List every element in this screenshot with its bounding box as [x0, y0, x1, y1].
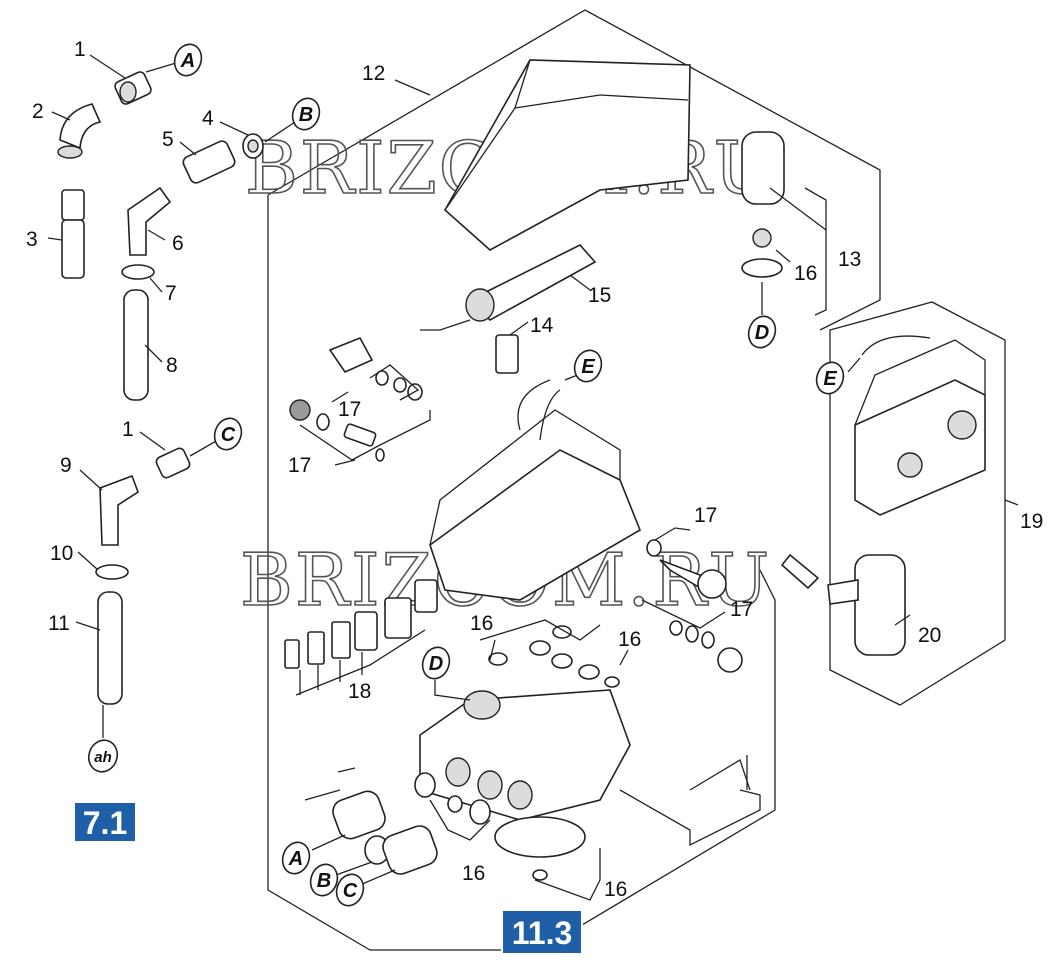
label-part-2: 2	[32, 100, 44, 123]
callout-b-bottom: B	[309, 863, 339, 897]
label-part-14: 14	[530, 314, 554, 337]
part-8-hose	[123, 289, 149, 401]
part-7-clamp	[121, 264, 155, 280]
reference-box-11-3[interactable]: 11.3	[501, 909, 583, 955]
part-16-seals	[414, 625, 620, 881]
label-part-3: 3	[26, 228, 38, 251]
label-part-12: 12	[362, 62, 385, 85]
part-cover	[443, 59, 691, 251]
label-part-1: 1	[74, 38, 86, 61]
label-part-8: 8	[166, 354, 178, 377]
callout-c-top: C	[213, 417, 243, 451]
callout-e-right: E	[815, 361, 845, 395]
part-valve-block	[429, 379, 641, 601]
part-1b-fitting	[155, 447, 191, 479]
callout-d-top: D	[747, 315, 777, 349]
label-part-7: 7	[165, 282, 177, 305]
callout-c-bottom: C	[335, 873, 365, 907]
svg-text:D: D	[755, 322, 769, 344]
part-3-hose-nipple	[61, 189, 85, 279]
assembly-outline-19	[829, 301, 1006, 706]
label-part-1b: 1	[122, 418, 134, 441]
label-part-5: 5	[162, 128, 174, 151]
svg-text:C: C	[221, 424, 236, 446]
svg-text:E: E	[823, 368, 837, 390]
part-5-coupling	[182, 140, 236, 184]
callout-b-top: B	[291, 97, 321, 131]
label-part-19: 19	[1020, 510, 1043, 533]
label-part-17-a: 17	[338, 398, 361, 421]
label-part-4: 4	[202, 107, 214, 130]
part-13-valve	[741, 131, 785, 278]
callout-a-bottom: A	[281, 841, 311, 875]
svg-text:ah: ah	[94, 749, 112, 766]
label-part-15: 15	[588, 284, 611, 307]
part-14-microswitch	[495, 334, 519, 374]
part-11-hose	[97, 591, 123, 705]
part-pump-head	[419, 689, 631, 821]
callout-e-top: E	[573, 349, 603, 383]
svg-text:B: B	[299, 104, 313, 126]
svg-text:E: E	[581, 356, 595, 378]
part-10-clamp	[95, 564, 129, 580]
svg-text:7.1: 7.1	[83, 805, 127, 841]
callout-a-top: A	[173, 43, 203, 77]
label-part-16-b: 16	[470, 612, 493, 635]
svg-text:11.3: 11.3	[512, 915, 573, 951]
reference-box-7-1[interactable]: 7.1	[73, 801, 137, 843]
svg-text:A: A	[180, 50, 195, 72]
svg-text:A: A	[288, 848, 303, 870]
label-part-10: 10	[50, 542, 73, 565]
label-part-18: 18	[348, 680, 371, 703]
part-bracket	[619, 755, 761, 847]
part-17-seals-right	[646, 539, 743, 673]
part-15-shaft	[465, 244, 597, 322]
part-1-fitting	[114, 71, 152, 105]
part-fittings-abc	[304, 767, 438, 875]
label-part-16-c: 16	[618, 628, 641, 651]
label-part-20: 20	[918, 624, 941, 647]
callout-d-mid: D	[421, 646, 451, 680]
leader-lines	[47, 54, 1019, 901]
part-9-elbow-nipple	[99, 474, 139, 546]
part-20-pressure-switch	[780, 553, 906, 656]
label-part-11: 11	[48, 612, 70, 635]
part-18-cartridges	[284, 579, 438, 669]
label-part-13: 13	[838, 248, 861, 271]
label-part-6: 6	[172, 232, 184, 255]
label-part-16-d: 16	[462, 862, 485, 885]
label-part-17-c: 17	[694, 504, 717, 527]
callout-ah: ah	[87, 739, 119, 773]
label-part-16-e: 16	[604, 878, 627, 901]
label-part-17-d: 17	[730, 598, 753, 621]
svg-text:C: C	[343, 880, 358, 902]
part-4-washer	[242, 133, 264, 159]
label-part-9: 9	[60, 454, 72, 477]
part-19-control-box	[854, 335, 986, 516]
part-2-elbow	[57, 103, 102, 159]
label-part-17-b: 17	[288, 454, 311, 477]
svg-text:D: D	[429, 653, 443, 675]
part-6-elbow-nipple	[127, 186, 172, 256]
svg-text:B: B	[317, 870, 331, 892]
label-part-16-a: 16	[794, 262, 817, 285]
